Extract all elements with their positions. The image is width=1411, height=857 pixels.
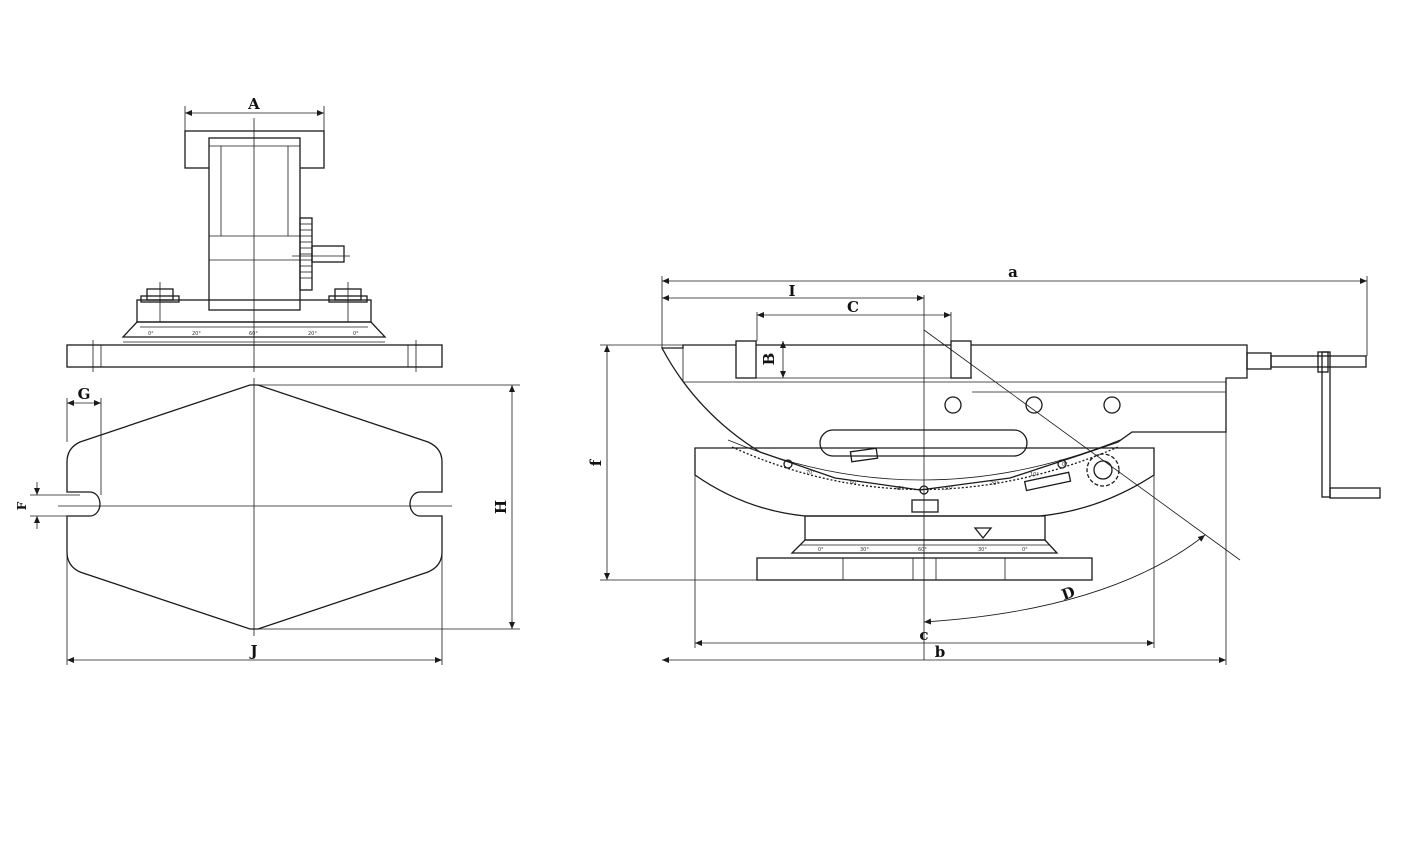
label-f: f [587,458,605,466]
angle-line [923,329,1241,561]
dim-C: C [756,298,952,341]
front-tick-4: 20° [308,331,317,337]
hole-2 [1025,396,1043,414]
lock-lever [1023,471,1072,492]
dim-f: f [587,344,757,581]
dim-I: I [662,282,924,301]
arc-slot [819,429,1028,457]
crank-handle [1329,487,1381,499]
arc-tick-6: 10° [1030,472,1039,478]
center-nut [911,499,939,513]
side-scale-ticks: 0° 30° 60° 30° 0° [800,544,1050,553]
label-A: A [247,95,260,113]
arc-tick-5: 20° [990,481,999,487]
label-a: a [1008,263,1018,281]
arc-tick-1: 70° [806,470,815,476]
side-bottom-base [756,557,1093,581]
swivel-arm [660,344,1248,491]
dim-F: F [15,482,80,529]
cradle [694,447,1155,517]
bottom-base [66,344,443,368]
arc-tick-7: 0° [1062,462,1068,468]
label-D: D [1059,583,1077,604]
screw-collar [1246,352,1272,370]
label-I: I [788,282,795,300]
side-view: 70° 60° 45° 30° 20° 10° 0° 0° 30° 60° 30… [587,263,1381,665]
label-H: H [492,500,510,514]
side-gear [292,217,350,291]
side-tick-3: 60° [918,547,927,553]
side-tick-1: 0° [818,547,824,553]
fixed-jaw [735,340,757,379]
right-bolt [328,282,368,322]
arc-scale: 70° 60° 45° 30° 20° 10° 0° [806,462,1068,492]
side-tick-4: 30° [978,547,987,553]
dim-A: A [184,95,325,131]
front-tick-1: 0° [148,331,154,337]
crank-arm [1321,351,1331,498]
label-J: J [248,642,257,660]
base-plan [66,384,443,630]
pointer-mark [973,527,993,540]
dim-G: G [66,385,102,495]
label-c: c [919,626,928,644]
arc-tick-4: 30° [944,486,953,492]
arc-tick-3: 45° [895,486,904,492]
side-tick-2: 30° [860,547,869,553]
label-b: b [935,643,946,661]
label-C: C [847,298,859,316]
left-bolt [140,282,180,322]
arc-tick-2: 60° [850,480,859,486]
front-tick-5: 0° [353,331,359,337]
gear-rack-line [727,439,1121,481]
dim-b: b [662,432,1227,665]
dim-B: B [760,341,786,378]
pinion-gear [1086,453,1120,487]
dim-H: H [258,384,520,630]
graduated-base [121,321,387,338]
label-F: F [15,501,29,510]
dim-D: D [923,534,1206,625]
label-B: B [760,353,778,366]
hole-1 [944,396,962,414]
dim-a: a [661,263,1368,356]
side-tick-5: 0° [1022,547,1028,553]
movable-jaw [950,340,972,379]
turntable [804,515,1046,541]
hole-3 [1103,396,1121,414]
pinion-hub [1093,460,1113,480]
front-view: 0° 20° 60° 20° 0° A G [15,95,520,665]
dim-J: J [66,552,443,665]
label-G: G [78,385,91,403]
dim-c: c [694,448,1155,648]
spindle-housing [208,137,301,311]
front-tick-2: 20° [192,331,201,337]
